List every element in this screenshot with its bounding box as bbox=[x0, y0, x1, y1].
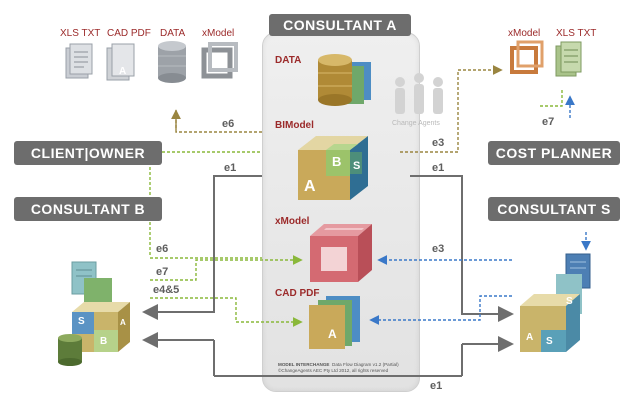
exchange-e1-bottom: e1 bbox=[430, 380, 443, 392]
cost-planner-label: COST PLANNER bbox=[488, 141, 620, 165]
consultant-b-letter-b: B bbox=[100, 336, 108, 347]
consultant-s-letter-a: A bbox=[526, 332, 534, 343]
cad-pdf-file-icon: A bbox=[106, 43, 135, 81]
top-right-file-label-xmodel: xModel bbox=[508, 28, 541, 39]
svg-text:A: A bbox=[119, 66, 126, 77]
center-xmodel-cube-icon bbox=[310, 224, 372, 282]
consultant-b-letter-s: S bbox=[78, 316, 85, 327]
top-left-file-label-xls: XLS TXT bbox=[60, 28, 101, 39]
exchange-e1-left: e1 bbox=[224, 162, 237, 174]
center-data-database-icon bbox=[318, 54, 371, 106]
top-left-file-label-data: DATA bbox=[160, 28, 186, 39]
change-agents-people-icon bbox=[395, 73, 443, 114]
top-left-file-label-cad: CAD PDF bbox=[107, 28, 151, 39]
footer-title: MODEL INTERCHANGE bbox=[278, 362, 330, 367]
cadpdf-letter-a: A bbox=[328, 327, 337, 341]
center-cad-pdf-stack-icon bbox=[309, 296, 360, 349]
consultant-s-letter-s-top: S bbox=[566, 296, 573, 307]
exchange-e3-right-top: e3 bbox=[432, 137, 445, 149]
consultant-b-letter-a: A bbox=[120, 318, 126, 327]
exchange-e1-right-top: e1 bbox=[432, 162, 445, 174]
diagram-footer: MODEL INTERCHANGE Data Flow Diagram v1.2… bbox=[278, 362, 399, 374]
xmodel-frame-icon bbox=[201, 42, 238, 79]
consultant-s-model-stack-icon bbox=[520, 253, 591, 352]
change-agents-label: Change Agents bbox=[392, 120, 440, 127]
xmodel-orange-frame-icon bbox=[510, 40, 544, 74]
consultant-b-label: CONSULTANT B bbox=[14, 197, 162, 221]
footer-copyright: ©ChangeAgents AEC Pty Ltd 2012, all righ… bbox=[278, 368, 389, 373]
bimodel-letter-s: S bbox=[353, 160, 361, 172]
xls-txt-file-icon bbox=[65, 43, 93, 79]
bimodel-letter-b: B bbox=[332, 154, 342, 169]
exchange-e6-left: e6 bbox=[156, 243, 169, 255]
center-bimodel-label: BIModel bbox=[275, 120, 314, 131]
consultant-a-title: CONSULTANT A bbox=[269, 14, 411, 36]
exchange-e6-top: e6 bbox=[222, 118, 235, 130]
footer-subtitle: Data Flow Diagram v1.2 (Partial) bbox=[332, 362, 399, 367]
data-database-icon bbox=[158, 41, 186, 83]
exchange-e45-left: e4&5 bbox=[153, 284, 180, 296]
consultant-s-label: CONSULTANT S bbox=[488, 197, 620, 221]
center-xmodel-label: xModel bbox=[275, 216, 310, 227]
consultant-s-letter-s: S bbox=[546, 336, 553, 347]
consultant-b-model-stack-icon bbox=[58, 261, 130, 366]
top-left-file-label-xmodel: xModel bbox=[202, 28, 235, 39]
exchange-e7-left: e7 bbox=[156, 266, 169, 278]
client-owner-label: CLIENT|OWNER bbox=[14, 141, 162, 165]
center-cadpdf-label: CAD PDF bbox=[275, 288, 320, 299]
center-data-label: DATA bbox=[275, 55, 302, 66]
top-right-file-label-xls: XLS TXT bbox=[556, 28, 597, 39]
bimodel-letter-a: A bbox=[304, 178, 316, 195]
xls-txt-green-file-icon bbox=[555, 41, 582, 77]
exchange-e7-right: e7 bbox=[542, 116, 555, 128]
center-bimodel-cube-icon bbox=[298, 136, 368, 200]
exchange-e3-right-mid: e3 bbox=[432, 243, 445, 255]
